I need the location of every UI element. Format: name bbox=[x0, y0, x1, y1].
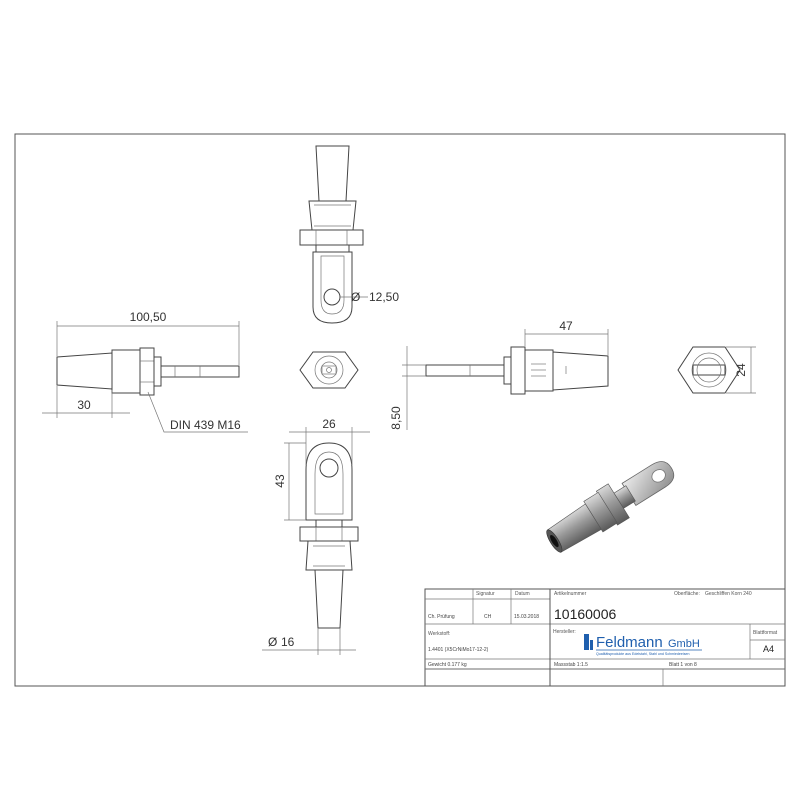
feldmann-logo: Feldmann GmbH Qualitätsprodukte aus Edel… bbox=[584, 634, 702, 656]
logo-tagline: Qualitätsprodukte aus Edelstahl, Stahl u… bbox=[596, 652, 690, 656]
tb-material-label: Werkstoff: bbox=[428, 631, 450, 637]
tb-article-number: 10160006 bbox=[554, 606, 617, 622]
title-block bbox=[424, 588, 786, 686]
eye-diameter-symbol: Ø bbox=[351, 290, 360, 304]
tb-sheet-format-label: Blattformat bbox=[753, 630, 778, 636]
logo-main-text: Feldmann bbox=[596, 634, 663, 651]
bottom-view-part bbox=[299, 442, 359, 629]
right-width-label: 8,50 bbox=[389, 406, 403, 430]
thread-spec-leader bbox=[147, 391, 248, 433]
3d-render bbox=[546, 461, 675, 553]
right-view-part bbox=[425, 346, 609, 395]
top-view-part bbox=[299, 145, 364, 324]
tb-check-label: Ch. Prüfung bbox=[428, 614, 455, 620]
eye-width-label: 26 bbox=[322, 417, 336, 431]
thread-spec-label: DIN 439 M16 bbox=[170, 418, 241, 432]
tb-check-date: 15.03.2018 bbox=[514, 614, 539, 620]
tb-sheet-format-value: A4 bbox=[763, 644, 774, 654]
shaft-diameter-symbol: Ø bbox=[268, 635, 277, 649]
tb-article-header: Artikelnummer bbox=[554, 591, 587, 597]
left-view-part bbox=[56, 347, 240, 396]
eye-diameter-label: 12,50 bbox=[369, 290, 399, 304]
eye-height-label: 43 bbox=[273, 474, 287, 488]
center-end-view bbox=[299, 351, 359, 389]
logo-suffix-text: GmbH bbox=[668, 638, 700, 650]
body-length-label: 30 bbox=[77, 398, 91, 412]
tb-check-signature: CH bbox=[484, 614, 492, 620]
tb-surface-value: Geschliffen Korn 240 bbox=[705, 591, 752, 597]
tb-date-header: Datum bbox=[515, 591, 530, 597]
hex-across-label: 24 bbox=[734, 363, 748, 377]
tb-sheet: Blatt 1 von 8 bbox=[669, 662, 697, 668]
total-length-label: 100,50 bbox=[130, 310, 167, 324]
tb-surface-header: Oberfläche: bbox=[674, 591, 700, 597]
tb-scale: Massstab 1:1.5 bbox=[554, 662, 588, 668]
right-length-label: 47 bbox=[559, 319, 573, 333]
tb-manufacturer-label: Hersteller: bbox=[553, 629, 576, 635]
tb-weight: Gewicht 0.177 kg bbox=[428, 662, 467, 668]
hex-end-view bbox=[677, 346, 741, 394]
drawing-frame bbox=[14, 133, 786, 687]
tb-material-value: 1.4401 (X5CrNiMo17-12-2) bbox=[428, 647, 489, 653]
tb-signature-header: Signatur bbox=[476, 591, 495, 597]
shaft-diameter-label: 16 bbox=[281, 635, 295, 649]
